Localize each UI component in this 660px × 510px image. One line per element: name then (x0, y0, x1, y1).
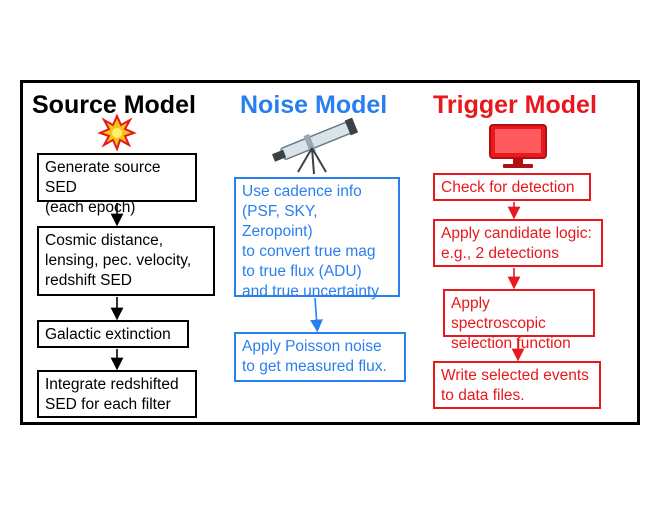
step-write-events: Write selected events to data files. (433, 361, 601, 409)
explosion-icon (97, 113, 137, 152)
monitor-icon (489, 124, 547, 168)
telescope-icon (271, 117, 359, 175)
step-generate-sed: Generate source SED (each epoch) (37, 153, 197, 216)
arrow-noise-1 (310, 297, 323, 333)
step-candidate-logic: Apply candidate logic: e.g., 2 detection… (433, 219, 603, 267)
trigger-model-title: Trigger Model (433, 91, 597, 119)
step-spectroscopic-selection: Apply spectroscopic selection function (443, 289, 595, 352)
step-cadence-info: Use cadence info (PSF, SKY, Zeropoint) t… (234, 177, 400, 300)
step-cosmic-distance: Cosmic distance, lensing, pec. velocity,… (37, 226, 215, 296)
source-model-title: Source Model (32, 91, 196, 119)
step-poisson-noise: Apply Poisson noise to get measured flux… (234, 332, 406, 382)
step-galactic-extinction: Galactic extinction (37, 320, 189, 348)
step-check-detection: Check for detection (433, 173, 591, 201)
step-integrate-sed: Integrate redshifted SED for each filter (37, 370, 197, 418)
noise-model-title: Noise Model (240, 91, 388, 119)
